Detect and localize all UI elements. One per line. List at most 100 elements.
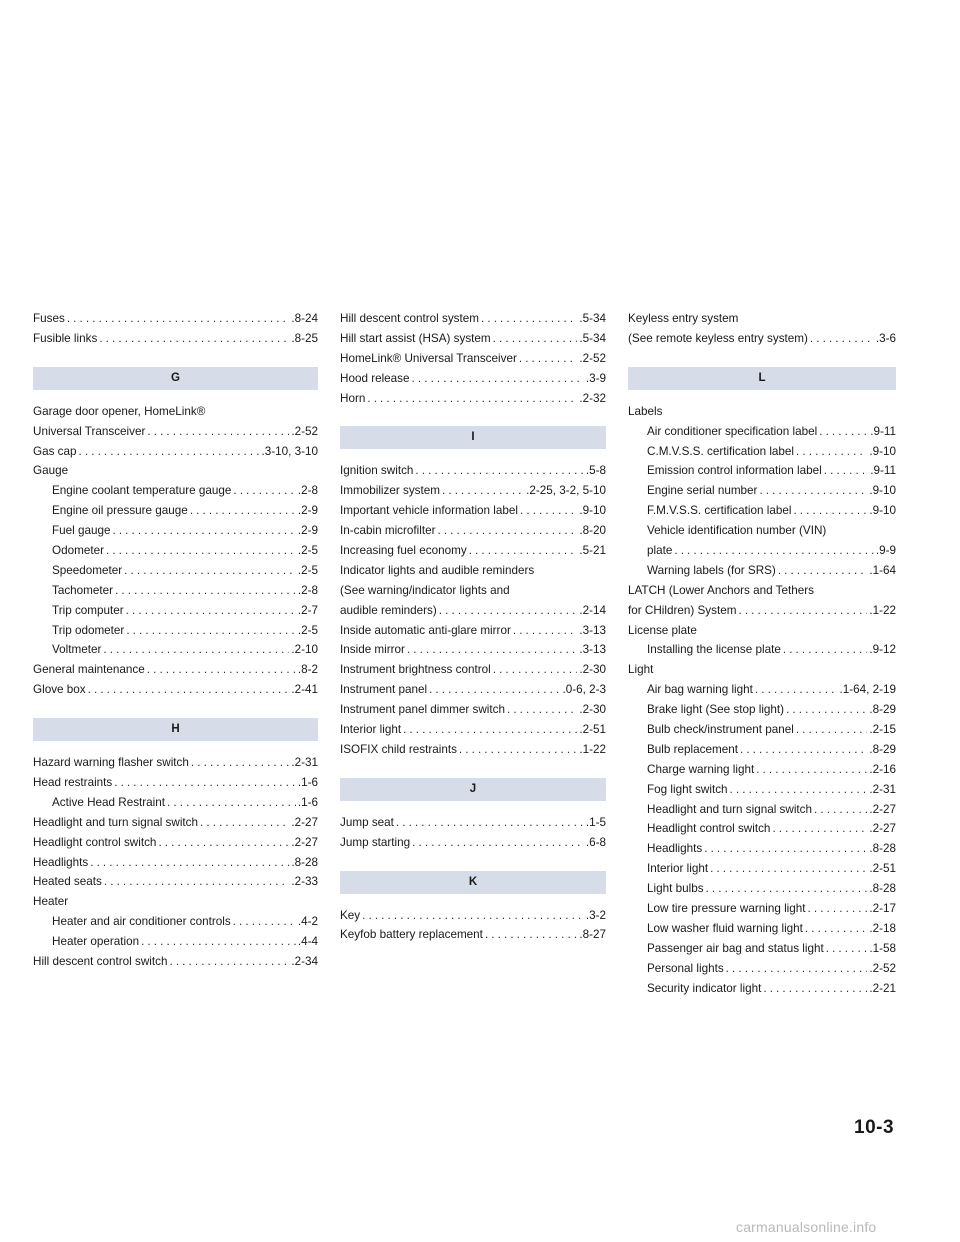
index-entry-heading: Keyless entry system xyxy=(628,309,896,329)
dot-leader xyxy=(114,773,296,793)
entry-page-ref: .8-28 xyxy=(869,882,896,896)
entry-page-ref: .1-22 xyxy=(869,603,896,617)
index-entry: Security indicator light.2-21 xyxy=(628,979,896,999)
entry-label: Instrument panel xyxy=(340,683,428,697)
entry-page-ref: .2-15 xyxy=(869,723,896,737)
index-entry-heading: LATCH (Lower Anchors and Tethers xyxy=(628,581,896,601)
dot-leader xyxy=(726,959,868,979)
entry-label: Engine coolant temperature gauge xyxy=(52,484,232,498)
entry-label: Garage door opener, HomeLink® xyxy=(33,404,206,418)
dot-leader xyxy=(459,740,577,760)
dot-leader xyxy=(90,853,289,873)
index-entry: Immobilizer system.2-25, 3-2, 5-10 xyxy=(340,481,606,501)
index-entry: Important vehicle information label.9-10 xyxy=(340,501,606,521)
dot-leader xyxy=(759,481,867,501)
entry-page-ref: .9-12 xyxy=(869,643,896,657)
watermark: carmanualsonline.info xyxy=(736,1219,877,1235)
entry-label: Fusible links xyxy=(33,331,98,345)
dot-leader xyxy=(103,640,289,660)
dot-leader xyxy=(793,501,867,521)
index-entry: Tachometer.2-8 xyxy=(33,581,318,601)
section-header-h: H xyxy=(33,718,318,742)
dot-leader xyxy=(67,309,290,329)
dot-leader xyxy=(115,581,296,601)
index-entry: Passenger air bag and status light.1-58 xyxy=(628,939,896,959)
dot-leader xyxy=(710,859,867,879)
entry-page-ref: .2-52 xyxy=(291,424,318,438)
index-entry: Hazard warning flasher switch .2-31 xyxy=(33,753,318,773)
dot-leader xyxy=(805,919,867,939)
index-entry: Headlight control switch.2-27 xyxy=(628,819,896,839)
index-entry: Trip odometer.2-5 xyxy=(33,621,318,641)
entry-page-ref: .9-9 xyxy=(875,544,896,558)
entry-label: Important vehicle information label xyxy=(340,504,519,518)
entry-label: Bulb replacement xyxy=(647,742,738,756)
index-entry: Bulb replacement.8-29 xyxy=(628,740,896,760)
index-entry: HomeLink® Universal Transceiver.2-52 xyxy=(340,349,606,369)
section-header-i: I xyxy=(340,426,606,450)
index-entry: Increasing fuel economy .5-21 xyxy=(340,541,606,561)
entry-label: Headlight control switch xyxy=(33,835,157,849)
dot-leader xyxy=(396,813,584,833)
dot-leader xyxy=(367,389,577,409)
entry-page-ref: .4-2 xyxy=(297,915,318,929)
entry-label: Hill start assist (HSA) system xyxy=(340,331,491,345)
dot-leader xyxy=(778,561,868,581)
entry-label: Inside mirror xyxy=(340,643,405,657)
dot-leader xyxy=(412,833,584,853)
entry-page-ref: .5-21 xyxy=(579,544,606,558)
dot-leader xyxy=(79,442,260,462)
entry-page-ref: .2-51 xyxy=(869,862,896,876)
entry-label: Instrument panel dimmer switch xyxy=(340,703,505,717)
entry-page-ref: .9-10 xyxy=(869,504,896,518)
dot-leader xyxy=(796,720,868,740)
entry-page-ref: .2-7 xyxy=(297,603,318,617)
entry-page-ref: .1-64 xyxy=(869,563,896,577)
entry-page-ref: .2-9 xyxy=(297,504,318,518)
entry-page-ref: .0-6, 2-3 xyxy=(562,683,606,697)
entry-label: Fuses xyxy=(33,312,65,325)
dot-leader xyxy=(519,349,578,369)
dot-leader xyxy=(485,925,577,945)
entry-page-ref: .2-31 xyxy=(291,756,318,770)
entry-label: Increasing fuel economy xyxy=(340,544,467,558)
index-entry: Low tire pressure warning light.2-17 xyxy=(628,899,896,919)
entry-page-ref: .3-2 xyxy=(585,908,606,922)
entry-page-ref: .2-21 xyxy=(869,981,896,995)
entry-label: Heater and air conditioner controls xyxy=(52,915,231,929)
entry-label: Jump starting xyxy=(340,835,411,849)
index-entry: Hood release.3-9 xyxy=(340,369,606,389)
dot-leader xyxy=(507,700,577,720)
dot-leader xyxy=(826,939,868,959)
entry-label: Keyfob battery replacement xyxy=(340,928,483,942)
dot-leader xyxy=(99,329,289,349)
index-entry: Instrument brightness control.2-30 xyxy=(340,660,606,680)
entry-page-ref: .2-32 xyxy=(579,391,606,405)
entry-page-ref: .3-10, 3-10 xyxy=(261,444,318,458)
dot-leader xyxy=(200,813,289,833)
dot-leader xyxy=(674,541,874,561)
entry-page-ref: .1-58 xyxy=(869,941,896,955)
index-entry-heading: Indicator lights and audible reminders xyxy=(340,561,606,581)
index-entry: Heater and air conditioner controls .4-2 xyxy=(33,912,318,932)
entry-page-ref: .5-34 xyxy=(579,312,606,325)
dot-leader xyxy=(796,442,867,462)
entry-label: Installing the license plate xyxy=(647,643,781,657)
index-entry: Head restraints.1-6 xyxy=(33,773,318,793)
entry-label: Fuel gauge xyxy=(52,524,111,538)
dot-leader xyxy=(706,879,868,899)
entry-label: Hill descent control switch xyxy=(33,955,168,969)
dot-leader xyxy=(126,621,296,641)
entry-label: (See remote keyless entry system) xyxy=(628,331,808,345)
entry-label: Headlights xyxy=(33,855,89,869)
entry-label: Bulb check/instrument panel xyxy=(647,723,794,737)
index-entry: Fusible links.8-25 xyxy=(33,329,318,349)
index-entry: Installing the license plate .9-12 xyxy=(628,640,896,660)
index-entry: Ignition switch.5-8 xyxy=(340,461,606,481)
section-spacer xyxy=(33,349,318,367)
index-entry: audible reminders).2-14 xyxy=(340,601,606,621)
dot-leader xyxy=(167,793,296,813)
entry-label: Hazard warning flasher switch xyxy=(33,756,189,770)
entry-label: ISOFIX child restraints xyxy=(340,742,457,756)
entry-page-ref: .3-9 xyxy=(585,371,606,385)
